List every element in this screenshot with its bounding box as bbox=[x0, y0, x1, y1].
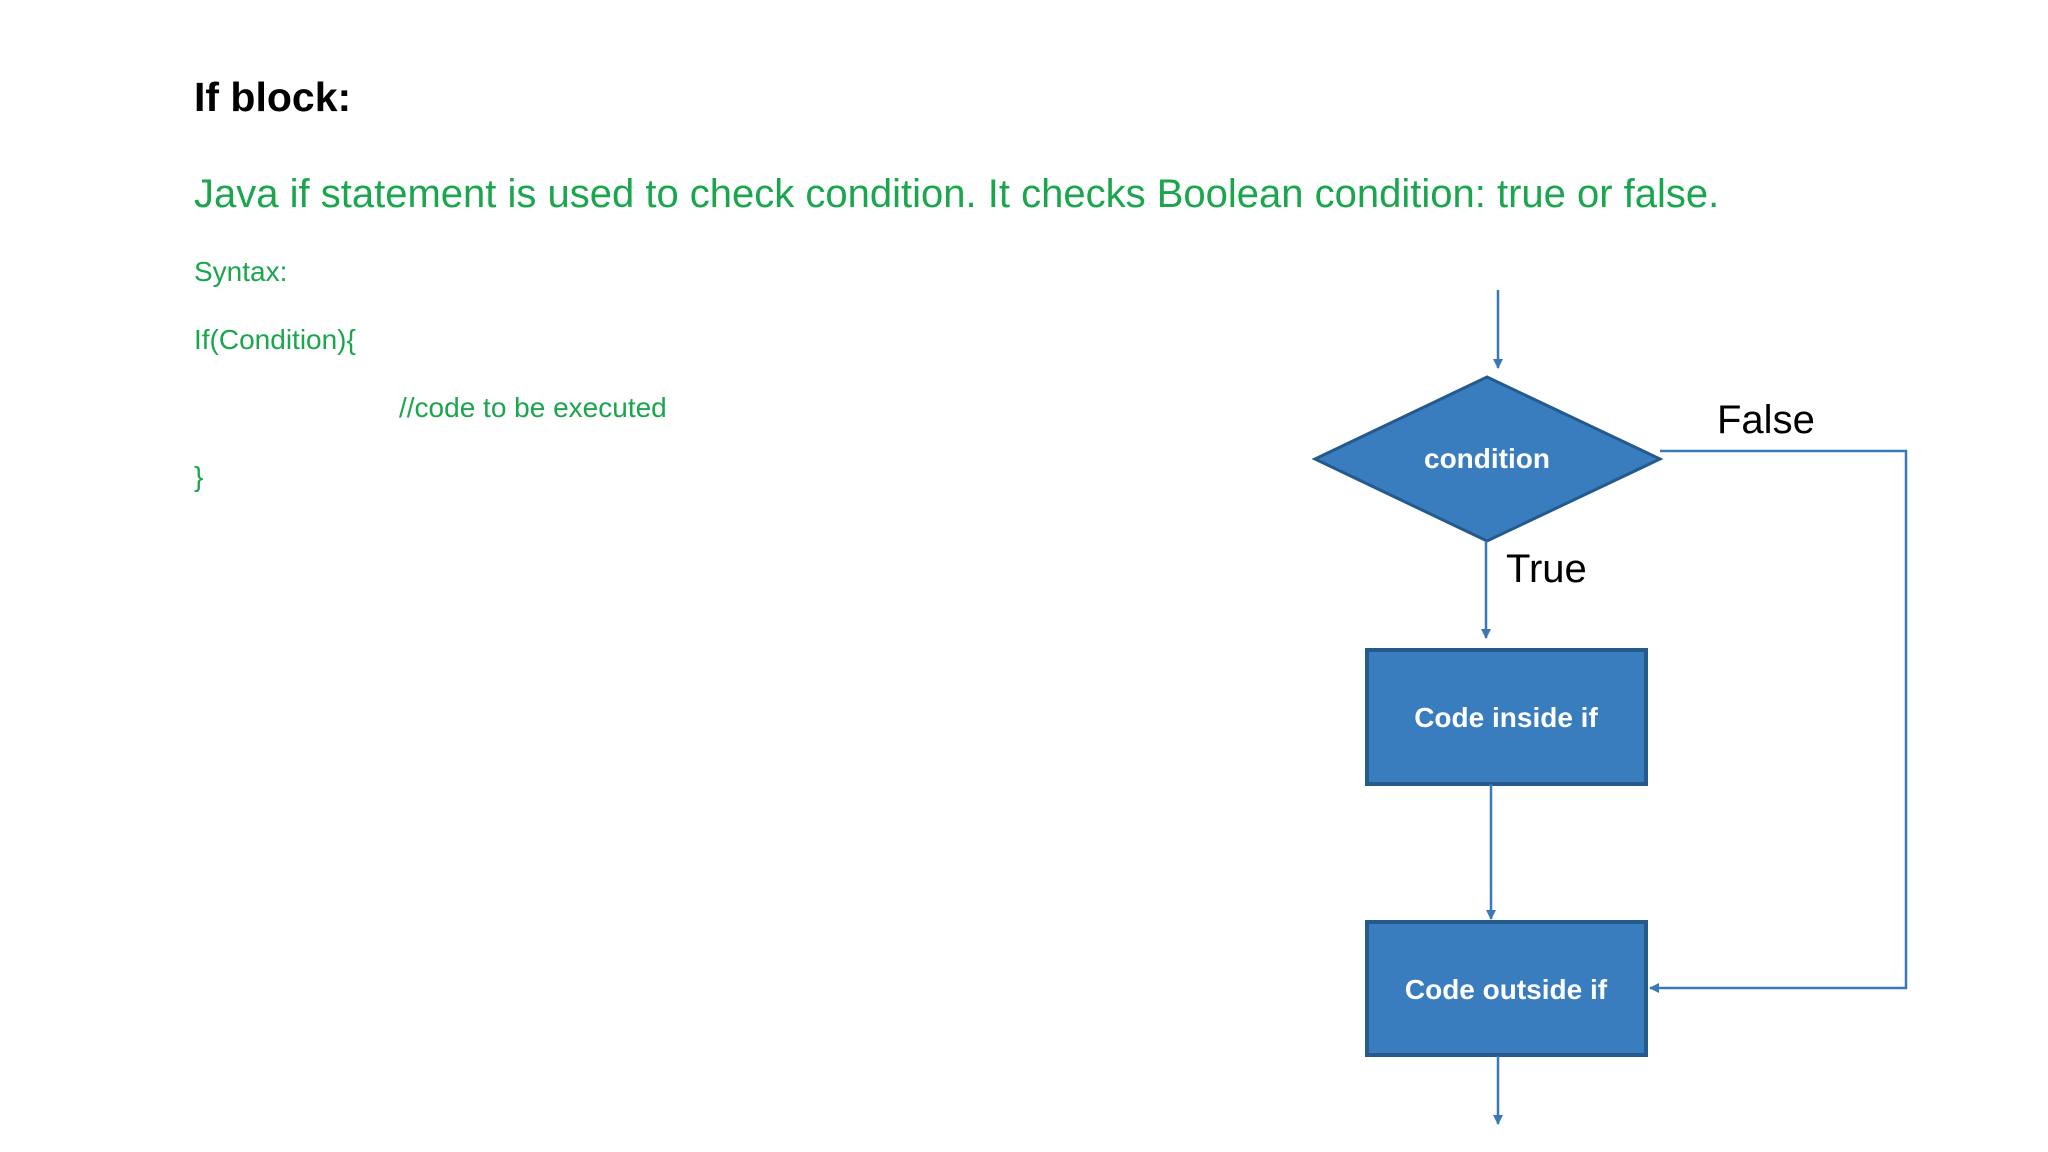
condition-label: condition bbox=[1424, 443, 1550, 474]
syntax-line-close: } bbox=[194, 461, 204, 492]
syntax-label: Syntax: bbox=[194, 256, 288, 287]
true-label: True bbox=[1506, 547, 1587, 591]
false-label: False bbox=[1717, 398, 1815, 442]
code-outside-if-label: Code outside if bbox=[1405, 974, 1608, 1005]
syntax-line-body: //code to be executed bbox=[399, 392, 667, 423]
code-inside-if-label: Code inside if bbox=[1414, 702, 1598, 733]
slide-title: If block: bbox=[194, 74, 352, 120]
code-outside-if-box bbox=[1365, 920, 1648, 1057]
code-inside-if-box bbox=[1365, 648, 1648, 786]
syntax-line-if: If(Condition){ bbox=[194, 324, 356, 355]
slide-subtitle: Java if statement is used to check condi… bbox=[194, 172, 1720, 216]
false-arrow bbox=[1649, 449, 1908, 993]
